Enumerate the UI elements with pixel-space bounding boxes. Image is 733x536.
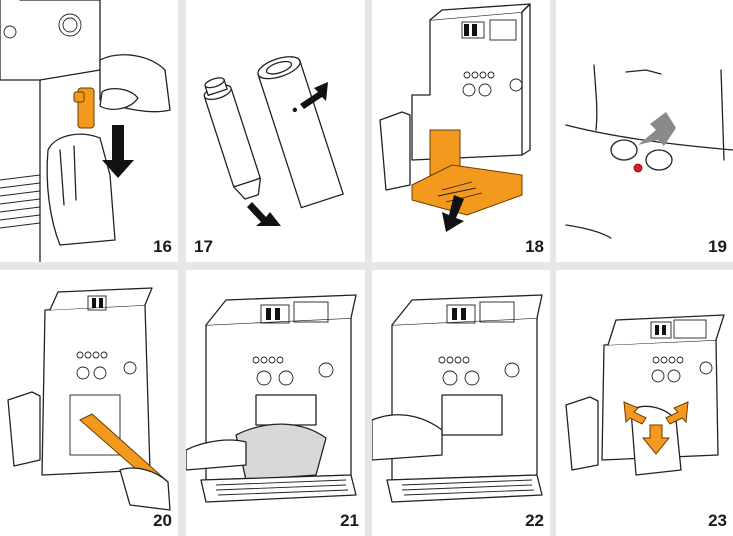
step-19-panel: 19	[556, 0, 733, 262]
step-17-panel: 17	[186, 0, 365, 262]
step-18-panel: 18	[372, 0, 550, 262]
step-20-panel: 20	[0, 270, 178, 536]
step-23-illustration	[556, 270, 733, 536]
step-20-illustration	[0, 270, 178, 536]
step-23-panel: 23	[556, 270, 733, 536]
step-number-21: 21	[340, 512, 359, 529]
step-22-panel: 22	[372, 270, 550, 536]
step-19-illustration	[556, 0, 733, 262]
step-number-23: 23	[708, 512, 727, 529]
step-17-illustration	[186, 0, 365, 262]
step-number-17: 17	[194, 238, 213, 255]
step-number-22: 22	[525, 512, 544, 529]
step-number-19: 19	[708, 238, 727, 255]
step-16-illustration	[0, 0, 178, 262]
step-18-illustration	[372, 0, 550, 262]
step-21-panel: 21	[186, 270, 365, 536]
step-number-18: 18	[525, 238, 544, 255]
step-22-illustration	[372, 270, 550, 536]
step-number-16: 16	[153, 238, 172, 255]
step-16-panel: 16	[0, 0, 178, 262]
step-21-illustration	[186, 270, 365, 536]
step-number-20: 20	[153, 512, 172, 529]
